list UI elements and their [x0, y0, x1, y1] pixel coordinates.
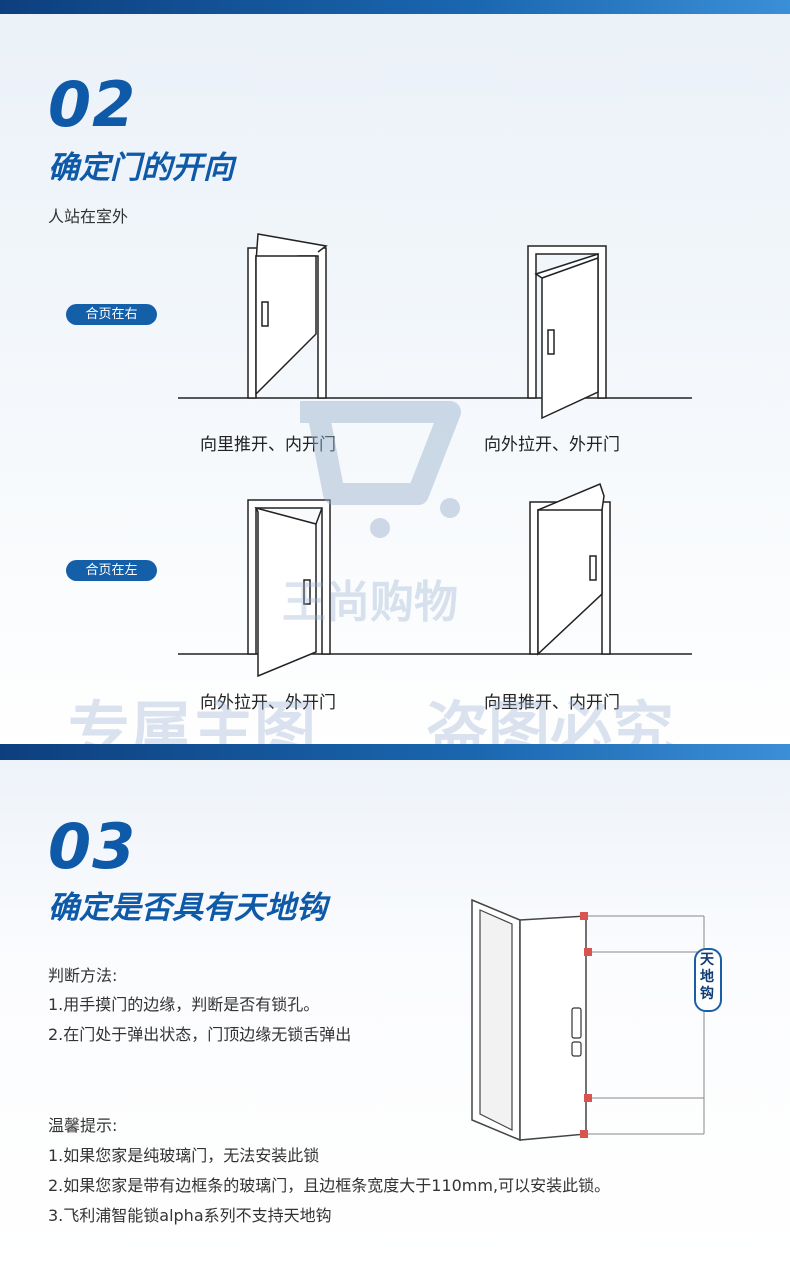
method-item-1: 1.用手摸门的边缘，判断是否有锁孔。: [48, 995, 320, 1014]
cart-watermark-icon: [300, 401, 461, 538]
caption-row1-right: 向外拉开、外开门: [484, 435, 620, 455]
hook-callout-badge: [694, 948, 722, 1012]
section-door-direction: 02 确定门的开向 人站在室外 合页在右 合页在左: [0, 0, 790, 760]
hook-callout-label: 天地钩: [700, 952, 714, 1002]
door-outward-hinge-left-icon: [247, 499, 331, 678]
door-hook-diagram: [471, 898, 705, 1142]
section-title: 确定门的开向: [48, 150, 234, 186]
section-title: 确定是否具有天地钩: [48, 890, 327, 926]
section-number: 02: [48, 68, 137, 141]
caption-row2-right: 向里推开、内开门: [484, 693, 620, 713]
hinge-left-tag: 合页在左: [66, 560, 157, 581]
door-inward-hinge-right-icon: [247, 233, 328, 399]
section-number: 03: [48, 810, 137, 883]
top-accent-bar: [0, 0, 790, 14]
section-hook-check: 03 确定是否具有天地钩 判断方法: 1.用手摸门的边缘，判断是否有锁孔。 2.…: [0, 760, 790, 1275]
section-divider-bar: [0, 744, 790, 760]
watermark-shop: 王尚购物: [282, 577, 458, 628]
door-diagrams: [178, 233, 692, 678]
door-outward-hinge-right-icon: [527, 245, 607, 420]
tips-item-3: 3.飞利浦智能锁alpha系列不支持天地钩: [48, 1206, 332, 1225]
caption-row1-left: 向里推开、内开门: [200, 435, 336, 455]
method-item-2: 2.在门处于弹出状态，门顶边缘无锁舌弹出: [48, 1025, 352, 1044]
tips-item-1: 1.如果您家是纯玻璃门，无法安装此锁: [48, 1146, 320, 1165]
door-inward-hinge-left-icon: [529, 482, 611, 656]
hinge-right-tag: 合页在右: [66, 304, 157, 325]
caption-row2-left: 向外拉开、外开门: [200, 693, 336, 713]
section-subtitle: 人站在室外: [48, 207, 129, 226]
tips-title: 温馨提示:: [48, 1116, 118, 1135]
tips-item-2: 2.如果您家是带有边框条的玻璃门，且边框条宽度大于110mm,可以安装此锁。: [48, 1176, 611, 1195]
method-title: 判断方法:: [48, 966, 118, 985]
